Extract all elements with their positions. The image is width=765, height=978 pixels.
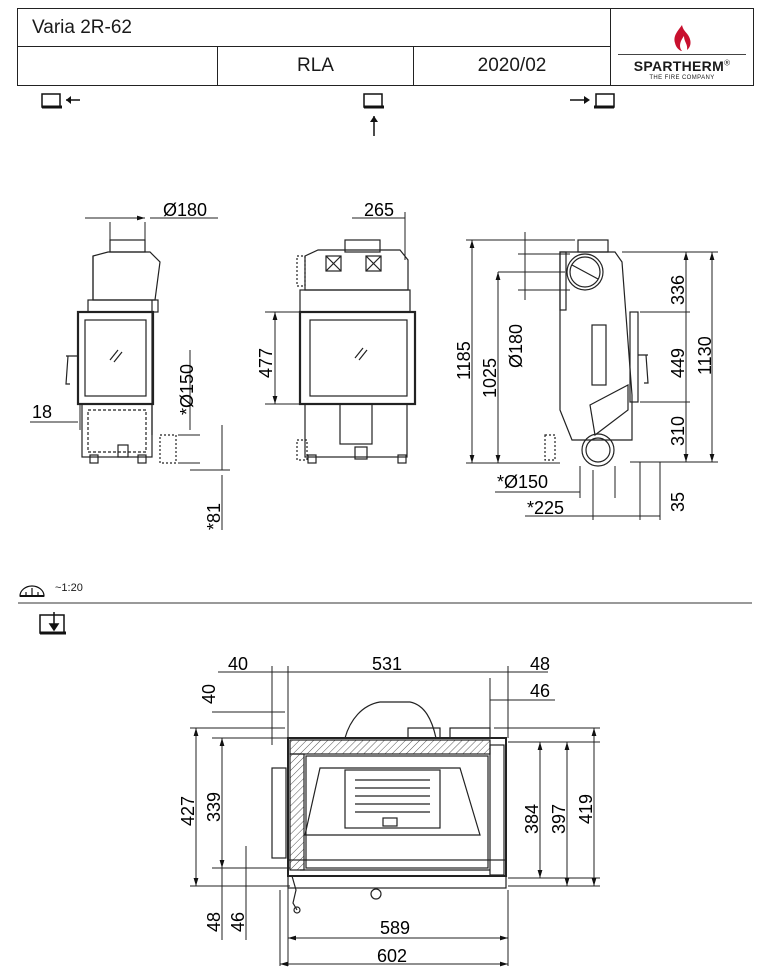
empty-cell (18, 47, 218, 85)
plan-dimensions (190, 666, 600, 967)
plan-bottom-589-label: 589 (380, 918, 410, 938)
model-code: RLA (218, 47, 414, 85)
plan-top-right-46-label: 46 (530, 681, 550, 701)
plan-view-icon (39, 612, 66, 635)
front-inlet-diameter-label: *Ø150 (177, 364, 197, 415)
scale-icon (19, 585, 45, 597)
plan-right-397-label: 397 (549, 804, 569, 834)
flame-icon (674, 25, 691, 51)
brand-name: SPARTHERM® (633, 58, 731, 74)
plan-bottom-48-label: 48 (204, 912, 224, 932)
profile-dimensions (466, 232, 718, 520)
revision-date: 2020/02 (414, 47, 611, 85)
plan-right-419-label: 419 (576, 794, 596, 824)
plan-top-right-48-label: 48 (530, 654, 550, 674)
plan-bottom-602-label: 602 (377, 946, 407, 966)
corner-dimensions (265, 212, 406, 405)
profile-flue-diameter-label: Ø180 (506, 324, 526, 368)
plan-left-427-label: 427 (178, 796, 198, 826)
plan-view (271, 701, 507, 914)
front-flue-diameter-label: Ø180 (163, 200, 207, 220)
front-side-offset-label: 18 (32, 402, 52, 422)
scale-label: ~1:20 (55, 582, 83, 594)
profile-total-right-label: 1130 (695, 336, 715, 375)
plan-top-left-offset-label: 40 (228, 654, 248, 674)
product-title: Varia 2R-62 (18, 9, 611, 47)
profile-inlet-offset-label: *225 (527, 498, 564, 518)
front-view (65, 239, 177, 464)
spartherm-logo: SPARTHERM® THE FIRE COMPANY (611, 9, 753, 85)
corner-depth-label: 265 (364, 200, 394, 220)
brand-tagline: THE FIRE COMPANY (649, 75, 715, 81)
view-front-icon (363, 93, 384, 136)
corner-door-height-label: 477 (256, 348, 276, 378)
profile-view (544, 239, 649, 467)
view-left-icon (41, 93, 80, 109)
profile-seg-middle-label: 449 (668, 348, 688, 378)
profile-inlet-diameter-label: *Ø150 (497, 472, 548, 492)
front-inlet-height-label: *81 (204, 503, 224, 530)
profile-flue-height-label: 1025 (480, 358, 500, 398)
plan-top-width-label: 531 (372, 654, 402, 674)
profile-total-height-label: 1185 (454, 341, 474, 380)
plan-left-40-label: 40 (199, 684, 219, 704)
profile-seg-top-label: 336 (668, 275, 688, 305)
corner-view (296, 239, 417, 464)
plan-bottom-46-label: 46 (228, 912, 248, 932)
front-dimensions (30, 215, 230, 530)
view-right-icon (570, 93, 615, 109)
plan-right-384-label: 384 (522, 804, 542, 834)
plan-left-339-label: 339 (204, 792, 224, 822)
profile-base-label: 35 (668, 492, 688, 512)
view-direction-icons (41, 93, 615, 136)
profile-seg-bottom-label: 310 (668, 416, 688, 446)
title-block: Varia 2R-62 RLA 2020/02 SPARTHERM® THE F… (17, 8, 754, 86)
